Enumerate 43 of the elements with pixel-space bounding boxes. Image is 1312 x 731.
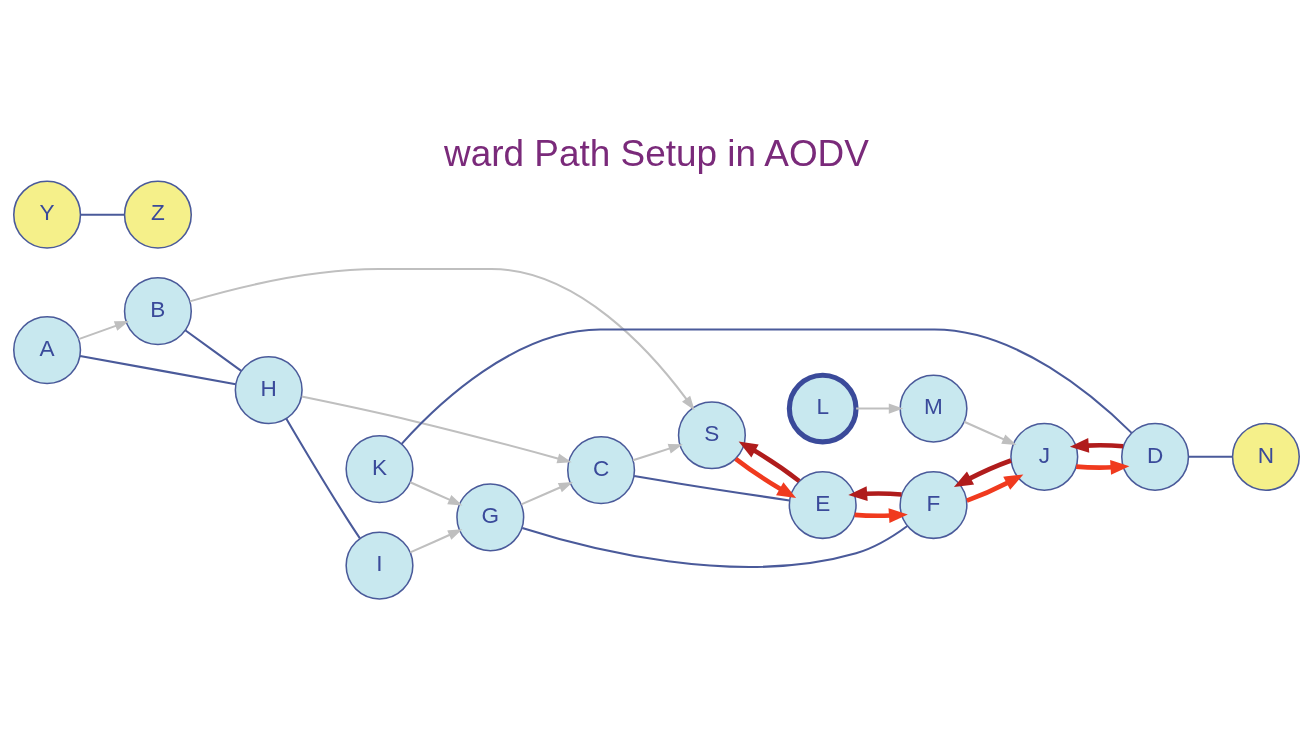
arrow (733, 457, 796, 499)
arrow (853, 508, 908, 524)
node-circle: D (1120, 422, 1189, 491)
arrow (953, 458, 1012, 488)
arrow (520, 481, 573, 506)
diagram-title: ward Path Setup in AODV (443, 132, 869, 174)
node-circle: A (12, 316, 81, 385)
connector (79, 354, 236, 386)
arrow (1069, 438, 1123, 453)
node-circle: I (344, 531, 414, 600)
node-circle: H (234, 356, 303, 425)
connector (184, 329, 242, 372)
arrow (409, 529, 462, 554)
arrow (189, 268, 695, 411)
arrow (300, 395, 572, 464)
arrow (632, 443, 683, 462)
node-circle: Z (123, 180, 192, 249)
arrow (965, 474, 1023, 503)
connector (79, 213, 124, 216)
arrow (847, 486, 902, 502)
arrow (409, 481, 462, 506)
node-circle: E (788, 470, 857, 540)
node-circle: S (677, 401, 746, 470)
connector (521, 525, 908, 568)
node-circle: G (455, 483, 524, 552)
arrow (855, 403, 903, 414)
node-circle: J (1009, 422, 1078, 491)
node-circle: N (1231, 422, 1300, 491)
arrow (738, 441, 801, 483)
node-circle: L (786, 372, 859, 445)
node-circle: B (123, 277, 192, 346)
node-circle: Y (12, 180, 81, 249)
connector (284, 418, 361, 539)
connector (633, 474, 790, 502)
arrow (963, 420, 1016, 445)
arrow (1075, 460, 1129, 475)
node-circle: C (566, 436, 635, 505)
connector (1187, 455, 1232, 458)
connector (400, 328, 1132, 445)
node-circle: K (344, 435, 414, 504)
node-circle: M (898, 374, 968, 443)
arrow (77, 321, 129, 341)
node-circle: F (898, 470, 968, 540)
